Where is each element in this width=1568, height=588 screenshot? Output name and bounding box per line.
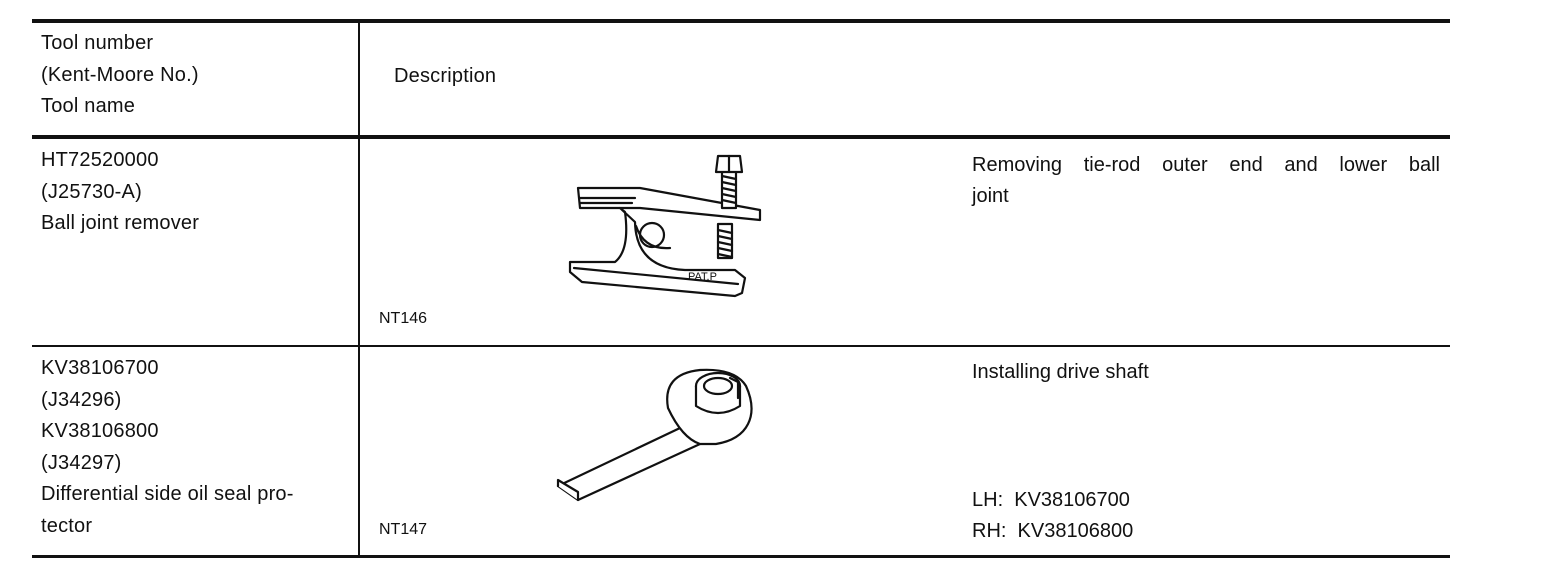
row2-description: Installing drive shaft — [972, 357, 1149, 388]
row2-tool-number-rh: KV38106800 — [41, 420, 159, 442]
row1-description-line1: Removing tie-rod outer end and lower bal… — [972, 154, 1440, 176]
table-top-rule — [32, 19, 1450, 23]
header-bottom-rule — [32, 135, 1450, 139]
table-bottom-rule — [32, 555, 1450, 558]
row2-description-line1: Installing drive shaft — [972, 361, 1149, 383]
column-divider — [358, 21, 360, 557]
pat-marking: PAT.P — [688, 271, 717, 283]
ball-joint-remover-illustration: PAT.P — [568, 154, 762, 298]
header-tool-column: Tool number (Kent-Moore No.) Tool name — [41, 28, 199, 123]
row1-kent-moore: (J25730-A) — [41, 180, 142, 203]
row1-description: Removing tie-rod outer end and lower bal… — [972, 150, 1440, 212]
row-divider — [32, 345, 1450, 347]
row1-description-line2: joint — [972, 185, 1009, 207]
row2-tool-info: KV38106700 (J34296) KV38106800 (J34297) … — [41, 353, 294, 542]
header-kent-moore: (Kent-Moore No.) — [41, 63, 199, 86]
row2-side-rh: RH: KV38106800 — [972, 520, 1134, 542]
row1-figure-code: NT146 — [379, 310, 428, 327]
row2-side-list: LH: KV38106700 RH: KV38106800 — [972, 485, 1133, 547]
header-tool-name: Tool name — [41, 95, 136, 117]
row1-tool-info: HT72520000 (J25730-A) Ball joint remover — [41, 145, 199, 240]
row2-tool-name-line1: Differential side oil seal pro- — [41, 483, 294, 505]
header-description: Description — [394, 65, 497, 87]
oil-seal-protector-illustration — [556, 368, 753, 502]
header-tool-number: Tool number — [41, 32, 154, 54]
row1-tool-number: HT72520000 — [41, 149, 159, 171]
row2-figure-code: NT147 — [379, 521, 428, 538]
row2-kent-moore-rh: (J34297) — [41, 451, 122, 474]
row1-tool-name: Ball joint remover — [41, 212, 200, 234]
row2-side-lh: LH: KV38106700 — [972, 489, 1130, 511]
row2-tool-name-line2: tector — [41, 514, 93, 537]
row2-kent-moore-lh: (J34296) — [41, 388, 122, 411]
row2-tool-number-lh: KV38106700 — [41, 357, 159, 379]
